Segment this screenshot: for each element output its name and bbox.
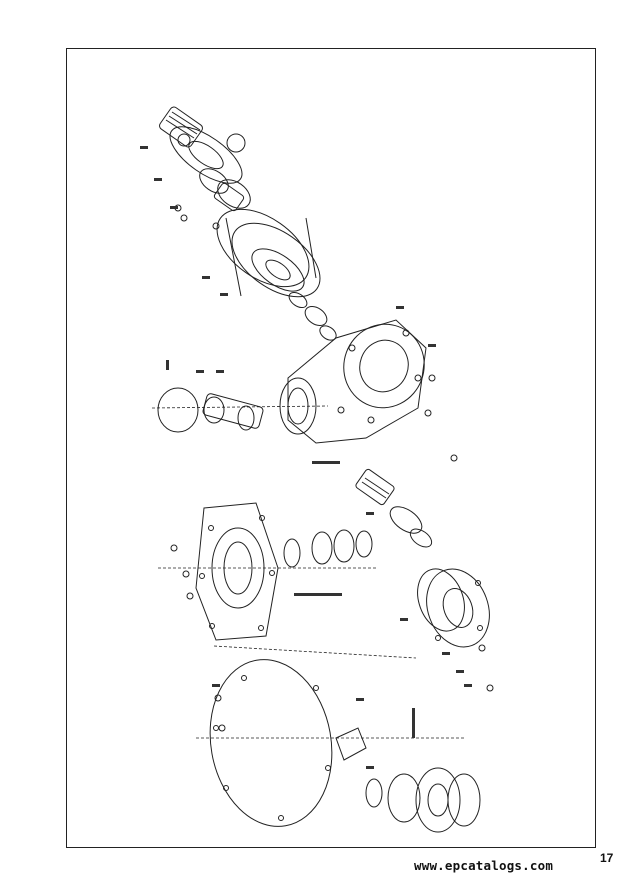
- planet-gear-part: [199, 168, 251, 212]
- main-housing-part: [279, 319, 427, 444]
- leader-lines: [151, 405, 466, 739]
- seal-ring-set-part: [283, 529, 373, 568]
- end-cover-part: [209, 659, 333, 827]
- brake-drum-part: [417, 568, 490, 648]
- bearing-part: [288, 291, 337, 341]
- footer-website-link[interactable]: www.epcatalogs.com: [414, 858, 554, 873]
- bearing-race-set-part: [365, 767, 481, 833]
- output-shaft-part: [157, 387, 264, 433]
- pinion-shaft-part: [355, 468, 433, 548]
- ring-gear-part: [216, 208, 321, 298]
- planet-carrier-part: [169, 126, 246, 184]
- callout-markers: [140, 146, 472, 769]
- gasket-part: [335, 727, 367, 761]
- page-number: 17: [600, 851, 614, 865]
- exploded-assembly-drawing: [140, 106, 494, 833]
- diagram-frame: [66, 48, 596, 848]
- input-shaft-part: [159, 106, 203, 148]
- cover-plate-part: [195, 502, 279, 641]
